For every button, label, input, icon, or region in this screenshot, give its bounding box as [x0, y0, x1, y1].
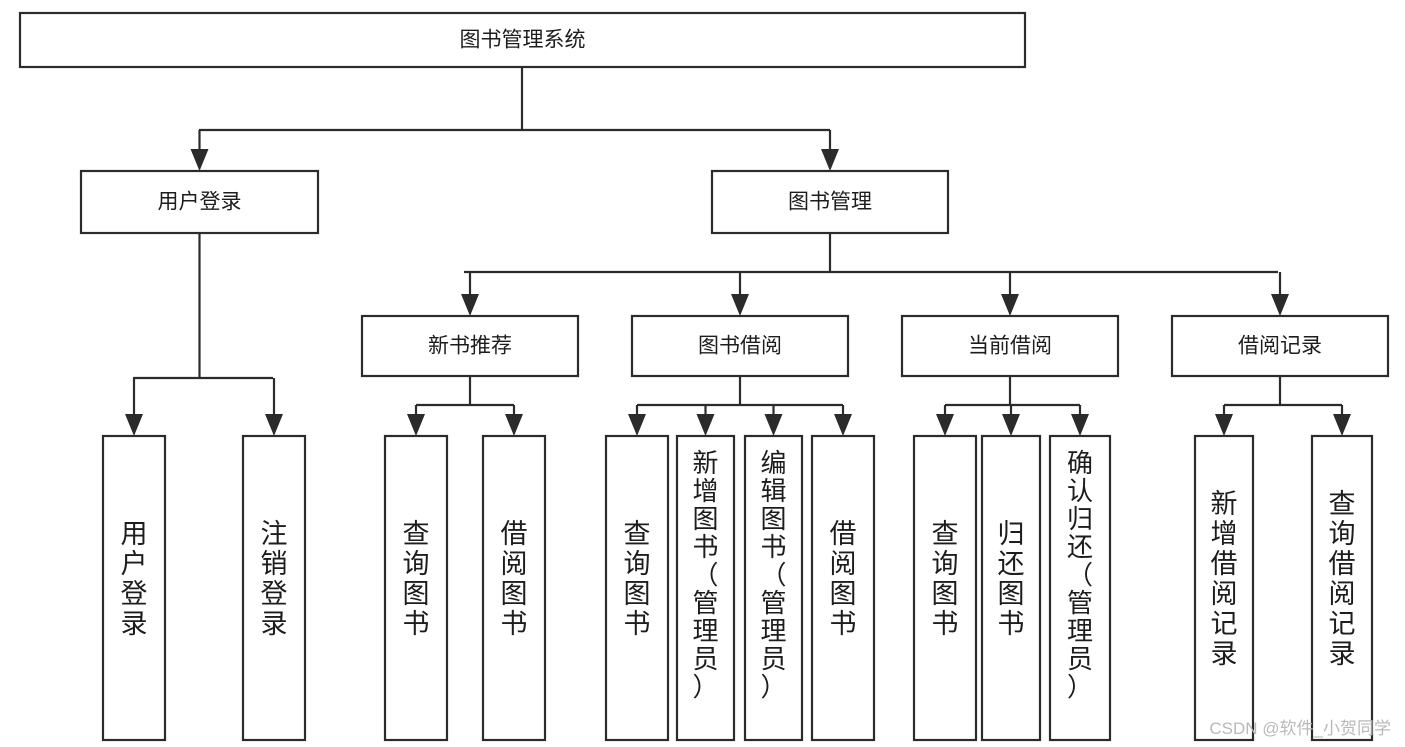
arrow-head-icon	[190, 149, 209, 171]
node-box	[810, 434, 876, 742]
node-book-manage[interactable]: 图书管理	[710, 169, 950, 235]
node-box	[1193, 434, 1255, 742]
node-label: 编辑图书（管理员）	[760, 448, 786, 702]
node-box	[383, 434, 449, 742]
node-box	[79, 169, 320, 235]
node-label: 新增图书（管理员）	[692, 448, 718, 702]
node-leaf-query-book-3[interactable]: 查询图书	[912, 434, 978, 742]
node-user-login[interactable]: 用户登录	[79, 169, 320, 235]
node-label: 用户登录	[121, 519, 148, 639]
arrow-head-icon	[1215, 414, 1233, 436]
node-label: 借阅图书	[501, 519, 528, 639]
node-leaf-query-book-1[interactable]: 查询图书	[383, 434, 449, 742]
node-label: 注销登录	[261, 519, 288, 639]
node-box	[900, 314, 1120, 378]
node-box	[710, 169, 950, 235]
arrow-head-icon	[1271, 294, 1289, 316]
node-leaf-add-borrow-record[interactable]: 新增借阅记录	[1193, 434, 1255, 742]
node-leaf-query-borrow-record[interactable]: 查询借阅记录	[1310, 434, 1374, 742]
node-root[interactable]: 图书管理系统	[18, 11, 1027, 69]
node-current-borrow[interactable]: 当前借阅	[900, 314, 1120, 378]
arrow-head-icon	[407, 414, 425, 436]
node-leaf-user-logout[interactable]: 注销登录	[241, 434, 307, 742]
node-label: 新增借阅记录	[1211, 489, 1238, 669]
node-label: 查询借阅记录	[1329, 489, 1356, 669]
node-box	[675, 434, 736, 742]
node-book-borrow[interactable]: 图书借阅	[630, 314, 850, 378]
arrow-head-icon	[505, 414, 523, 436]
node-box	[241, 434, 307, 742]
node-leaf-add-book[interactable]: 新增图书（管理员）	[675, 434, 736, 742]
node-box	[360, 314, 580, 378]
arrow-head-icon	[265, 414, 283, 436]
node-leaf-return-book[interactable]: 归还图书	[980, 434, 1042, 742]
node-label: 确认归还（管理员）	[1067, 448, 1093, 702]
node-box	[481, 434, 547, 742]
node-box	[1048, 434, 1112, 742]
node-label: 查询图书	[624, 519, 651, 639]
node-box	[18, 11, 1027, 69]
node-box	[980, 434, 1042, 742]
arrow-head-icon	[936, 414, 954, 436]
node-leaf-borrow-book-1[interactable]: 借阅图书	[481, 434, 547, 742]
node-label: 当前借阅	[968, 335, 1052, 358]
arrow-head-icon	[821, 149, 839, 171]
node-label: 借阅记录	[1238, 335, 1322, 358]
csdn-watermark: CSDN @软件_小贺同学	[1209, 719, 1391, 738]
arrow-head-icon	[764, 414, 783, 436]
node-label: 借阅图书	[830, 519, 857, 639]
node-label: 图书管理	[788, 191, 872, 214]
arrow-head-icon	[461, 294, 479, 316]
node-label: 查询图书	[403, 519, 430, 639]
node-label: 用户登录	[158, 191, 242, 214]
arrow-head-icon	[834, 414, 852, 436]
node-leaf-user-login[interactable]: 用户登录	[101, 434, 167, 742]
arrow-head-icon	[628, 414, 646, 436]
node-label: 图书管理系统	[460, 29, 586, 52]
node-box	[101, 434, 167, 742]
arrow-head-icon	[731, 294, 749, 316]
node-new-book-recommend[interactable]: 新书推荐	[360, 314, 580, 378]
arrow-head-icon	[696, 414, 715, 436]
arrow-head-icon	[1071, 414, 1089, 436]
node-label: 查询图书	[932, 519, 959, 639]
connector-lines	[125, 67, 1351, 436]
node-label: 新书推荐	[428, 335, 512, 358]
node-leaf-query-book-2[interactable]: 查询图书	[604, 434, 670, 742]
arrow-head-icon	[125, 414, 143, 436]
node-leaf-confirm-return[interactable]: 确认归还（管理员）	[1048, 434, 1112, 742]
node-box	[630, 314, 850, 378]
node-boxes: 图书管理系统用户登录图书管理新书推荐图书借阅当前借阅借阅记录用户登录注销登录查询…	[18, 11, 1390, 742]
node-borrow-record[interactable]: 借阅记录	[1170, 314, 1390, 378]
node-box	[743, 434, 804, 742]
node-box	[604, 434, 670, 742]
node-box	[1170, 314, 1390, 378]
node-leaf-borrow-book-2[interactable]: 借阅图书	[810, 434, 876, 742]
arrow-head-icon	[1001, 294, 1019, 316]
arrow-head-icon	[1002, 414, 1020, 436]
node-label: 图书借阅	[698, 335, 782, 358]
node-leaf-edit-book[interactable]: 编辑图书（管理员）	[743, 434, 804, 742]
node-label: 归还图书	[998, 519, 1025, 639]
node-box	[1310, 434, 1374, 742]
node-box	[912, 434, 978, 742]
arrow-head-icon	[1333, 414, 1351, 436]
